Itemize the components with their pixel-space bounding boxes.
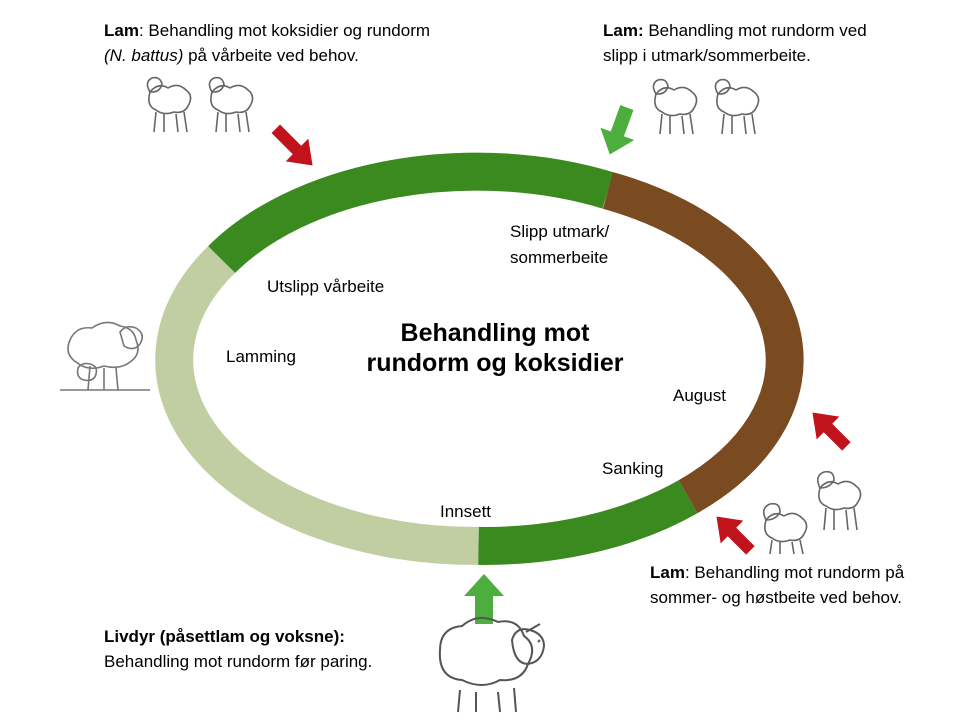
red-arrow-right-upper-icon — [812, 412, 851, 451]
ring-segment-green-autumn — [478, 480, 698, 565]
note-top-left-line2: på vårbeite ved behov. — [183, 46, 359, 65]
ewe-bottom-icon — [438, 616, 546, 713]
note-bottom-left: Livdyr (påsettlam og voksne): Behandling… — [104, 624, 372, 674]
note-top-left-line1: : Behandling mot koksidier og rundorm — [138, 21, 431, 40]
label-slipp-utmark: Slipp utmark/ sommerbeite — [510, 219, 609, 271]
lamb-pair-right-icon — [762, 470, 862, 555]
note-bottom-right-line2: sommer- og høstbeite ved behov. — [650, 588, 902, 607]
label-utslipp-varbeite: Utslipp vårbeite — [267, 277, 385, 296]
label-august: August — [673, 386, 726, 405]
center-title-line1: Behandling mot — [400, 319, 590, 347]
label-innsett: Innsett — [440, 502, 492, 521]
ring-segment-green-spring — [208, 152, 614, 274]
label-sanking: Sanking — [602, 459, 664, 478]
red-arrow-right-lower-icon — [716, 516, 755, 555]
note-top-left-bold: Lam — [104, 21, 139, 40]
note-bottom-left-line2: Behandling mot rundorm før paring. — [104, 652, 373, 671]
center-title-line2: rundorm og koksidier — [366, 349, 624, 377]
lamb-pair-top-left-icon — [146, 76, 254, 133]
note-bottom-right-line1: : Behandling mot rundorm på — [684, 563, 905, 582]
note-bottom-right-bold: Lam — [650, 563, 685, 582]
label-slipp-line1: Slipp utmark/ — [510, 222, 610, 241]
note-top-right-bold: Lam: — [603, 21, 644, 40]
ewe-with-lamb-left-icon — [60, 321, 150, 391]
note-top-right-line1: Behandling mot rundorm ved — [643, 21, 867, 40]
green-arrow-top-right-icon — [600, 105, 635, 155]
lamb-pair-top-right-icon — [652, 78, 760, 135]
note-bottom-right: Lam: Behandling mot rundorm på sommer- o… — [650, 560, 904, 610]
note-bottom-left-bold: Livdyr (påsettlam og voksne): — [104, 627, 345, 646]
note-top-right-line2: slipp i utmark/sommerbeite. — [603, 46, 811, 65]
red-arrow-top-left-icon — [271, 124, 313, 166]
note-top-left: Lam: Behandling mot koksidier og rundorm… — [104, 18, 430, 68]
note-top-right: Lam: Behandling mot rundorm ved slipp i … — [603, 18, 867, 68]
label-slipp-line2: sommerbeite — [510, 248, 609, 267]
center-title: Behandling mot rundorm og koksidier — [330, 318, 660, 378]
ring-segment-brown-summer — [602, 172, 804, 514]
green-arrow-bottom-icon — [464, 574, 504, 624]
ring-segment-light-green — [155, 245, 479, 565]
note-top-left-italic: (N. battus) — [104, 46, 184, 65]
label-lamming: Lamming — [226, 347, 296, 366]
